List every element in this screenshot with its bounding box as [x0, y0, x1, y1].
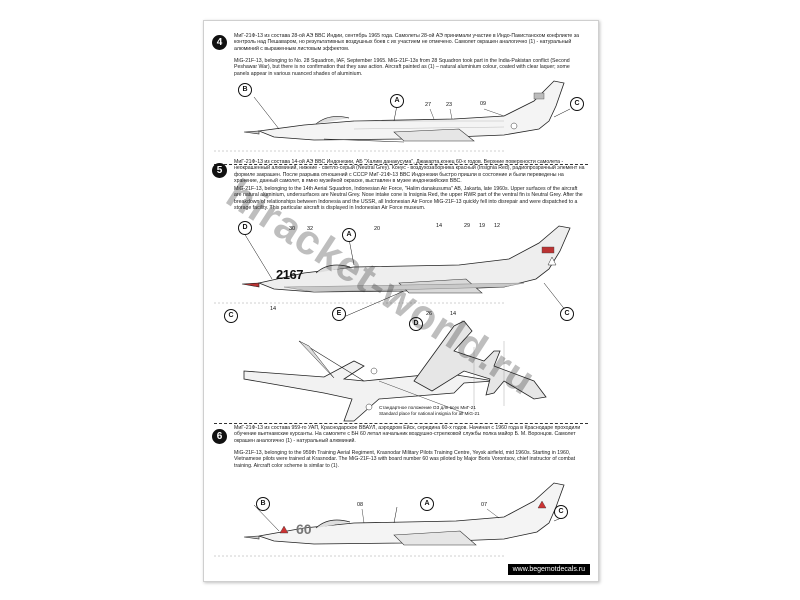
section-divider — [214, 164, 588, 165]
section-5-label-32: 32 — [307, 226, 314, 232]
section-4-callout-b: B — [238, 83, 252, 97]
section-5-label-26: 26 — [426, 311, 433, 317]
section-4-aircraft-profile — [214, 80, 571, 152]
section-6-callout-c: C — [554, 505, 568, 519]
section-5-label-30: 30 — [289, 226, 296, 232]
section-4-callout-c: C — [570, 97, 584, 111]
section-4-label-23: 23 — [446, 102, 453, 108]
section-5-callout-c: C — [560, 307, 574, 321]
section-5-note-en: Standard place for national insignia for… — [379, 411, 480, 416]
section-5-callout-e: E — [332, 307, 346, 321]
section-5-text-ru: МиГ-21Ф-13 из состава 14-ой АЭ ВВС Индон… — [234, 159, 585, 185]
section-6-callout-a: A — [420, 497, 434, 511]
section-5-label-20: 20 — [374, 226, 381, 232]
footer-website: www.begemotdecals.ru — [507, 564, 590, 575]
section-4-callout-a: A — [390, 94, 404, 108]
section-5-number: 5 — [212, 163, 227, 178]
section-5-serial: 2167 — [276, 267, 303, 282]
section-6-text-en: MiG-21F-13, belonging to the 959th Train… — [234, 450, 576, 469]
section-6-aircraft-profile — [214, 482, 567, 557]
section-5-callout-c-plan: C — [224, 309, 238, 323]
section-5-label-12: 12 — [494, 223, 501, 229]
section-5-callout-a: A — [342, 228, 356, 242]
section-5-note-ru: Стандартное положение ОЗ для всех МиГ-21 — [379, 405, 476, 410]
section-4-number: 4 — [212, 35, 227, 50]
section-5-label-29: 29 — [464, 223, 471, 229]
section-6-text-ru: МиГ-21Ф-13 из состава 959-го УАП, Красно… — [234, 425, 581, 444]
section-4-text-en: MiG-21F-13, belonging to No. 28 Squadron… — [234, 58, 570, 77]
section-4-label-27: 27 — [425, 102, 432, 108]
section-4-label-09: 09 — [480, 101, 487, 107]
section-5-label-14-plan: 14 — [270, 306, 277, 312]
section-5-text-en: MiG-21F-13, belonging to the 14th Aerial… — [234, 186, 583, 212]
section-6-callout-b: B — [256, 497, 270, 511]
section-5-aircraft-profile — [214, 225, 571, 422]
section-6-label-08: 08 — [357, 502, 364, 508]
section-5-label-14: 14 — [436, 223, 443, 229]
instruction-sheet: 4 МиГ-21Ф-13 из состава 28-ой АЭ ВВС Инд… — [203, 20, 599, 582]
section-5-callout-d-underside: D — [409, 317, 423, 331]
section-6-label-07: 07 — [481, 502, 488, 508]
section-6-number: 6 — [212, 429, 227, 444]
section-5-callout-d: D — [238, 221, 252, 235]
section-4-text-ru: МиГ-21Ф-13 из состава 28-ой АЭ ВВС Индии… — [234, 33, 579, 52]
section-divider-2 — [214, 423, 588, 424]
section-5-label-19: 19 — [479, 223, 486, 229]
section-5-label-14-underside: 14 — [450, 311, 457, 317]
section-6-serial: 60 — [296, 521, 312, 537]
